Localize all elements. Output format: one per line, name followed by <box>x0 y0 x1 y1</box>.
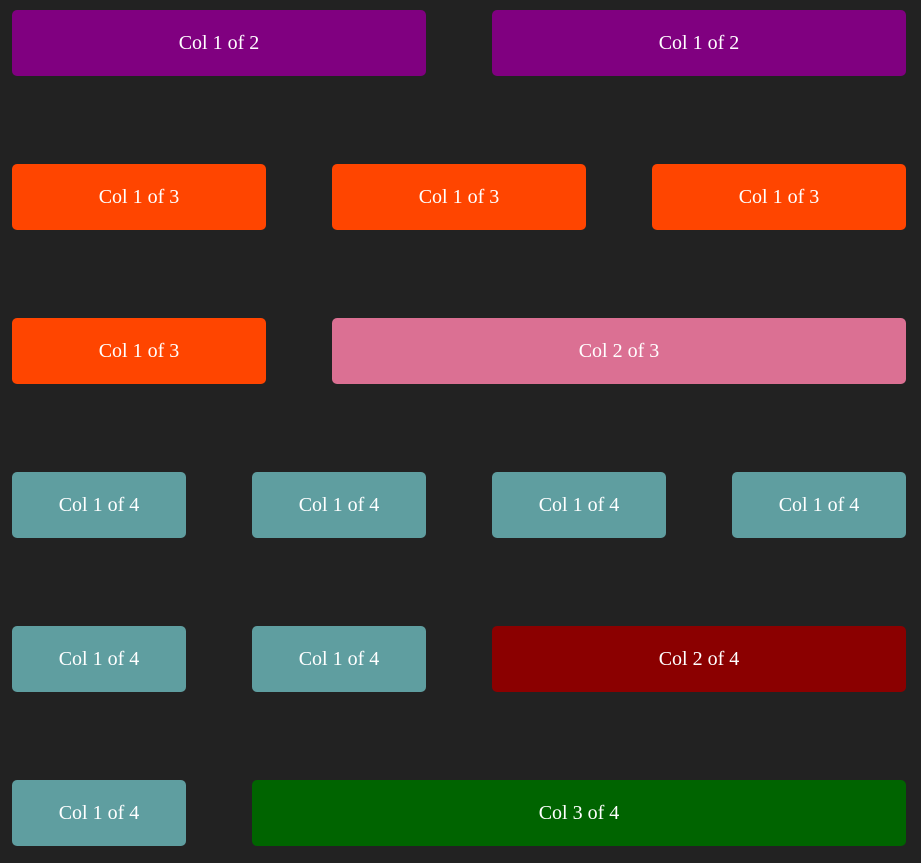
grid-box-label: Col 2 of 3 <box>578 340 660 362</box>
grid-box: Col 1 of 3 <box>652 164 906 230</box>
grid-box: Col 1 of 4 <box>252 472 426 538</box>
grid-box-label: Col 1 of 4 <box>58 494 140 516</box>
grid-box: Col 2 of 3 <box>332 318 906 384</box>
grid-box: Col 1 of 4 <box>12 626 186 692</box>
grid-box-label: Col 1 of 4 <box>58 648 140 670</box>
grid-row: Col 1 of 3 Col 2 of 3 <box>12 318 906 384</box>
grid-box-label: Col 1 of 3 <box>98 340 180 362</box>
grid-box-label: Col 3 of 4 <box>538 802 620 824</box>
grid-box: Col 1 of 4 <box>12 472 186 538</box>
grid-box-label: Col 1 of 4 <box>298 494 380 516</box>
grid-row: Col 1 of 4 Col 3 of 4 <box>12 780 906 846</box>
grid-box-label: Col 1 of 2 <box>178 32 260 54</box>
grid-box: Col 1 of 4 <box>252 626 426 692</box>
grid-box: Col 1 of 3 <box>12 318 266 384</box>
grid-box: Col 2 of 4 <box>492 626 906 692</box>
grid-row: Col 1 of 4 Col 1 of 4 Col 2 of 4 <box>12 626 906 692</box>
grid-row: Col 1 of 4 Col 1 of 4 Col 1 of 4 Col 1 of 4 <box>12 472 906 538</box>
grid-box-label: Col 1 of 2 <box>658 32 740 54</box>
grid-box: Col 1 of 4 <box>12 780 186 846</box>
grid-box-label: Col 2 of 4 <box>658 648 740 670</box>
grid-box-label: Col 1 of 4 <box>58 802 140 824</box>
grid-box-label: Col 1 of 4 <box>778 494 860 516</box>
grid-row: Col 1 of 2 Col 1 of 2 <box>12 10 906 76</box>
grid-box-label: Col 1 of 4 <box>298 648 380 670</box>
grid-box: Col 1 of 4 <box>492 472 666 538</box>
grid-box: Col 1 of 3 <box>12 164 266 230</box>
grid-box-label: Col 1 of 3 <box>98 186 180 208</box>
grid-box-label: Col 1 of 3 <box>738 186 820 208</box>
grid-row: Col 1 of 3 Col 1 of 3 Col 1 of 3 <box>12 164 906 230</box>
grid-box: Col 1 of 4 <box>732 472 906 538</box>
grid-box-label: Col 1 of 4 <box>538 494 620 516</box>
grid-box: Col 3 of 4 <box>252 780 906 846</box>
grid-box-label: Col 1 of 3 <box>418 186 500 208</box>
grid-box: Col 1 of 3 <box>332 164 586 230</box>
grid-box: Col 1 of 2 <box>492 10 906 76</box>
grid-box: Col 1 of 2 <box>12 10 426 76</box>
